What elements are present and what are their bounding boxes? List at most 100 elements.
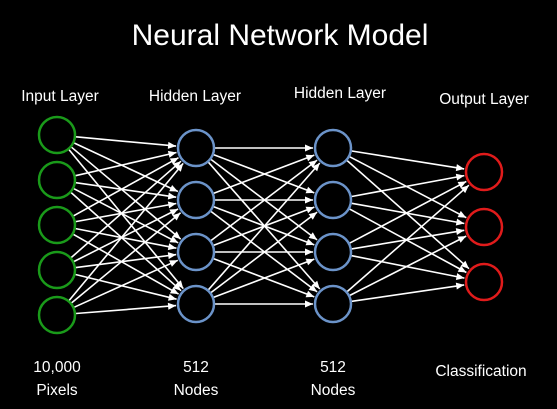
edge-arrowhead-hidden-2-3-to-output-2: [455, 228, 465, 235]
layer-heading-output: Output Layer: [439, 91, 529, 108]
node-output-2: [464, 207, 504, 247]
edge-arrowhead-input-1-to-hidden-1-4: [175, 280, 184, 289]
edge-arrowhead-hidden-1-2-to-hidden-2-4: [308, 284, 318, 292]
edge-hidden-2-2-to-output-3: [349, 208, 467, 274]
edge-arrowhead-input-5-to-hidden-1-1: [175, 163, 184, 172]
node-input-5: [37, 295, 77, 335]
edge-arrowhead-hidden-2-1-to-output-1: [455, 164, 465, 172]
edge-arrowhead-hidden-1-4-to-hidden-2-3: [305, 258, 315, 266]
edge-arrowhead-hidden-1-2-to-hidden-2-2: [305, 196, 313, 204]
node-hidden-2-1: [313, 128, 353, 168]
node-hidden-1-1: [176, 128, 216, 168]
edge-hidden-2-4-to-output-2: [349, 235, 467, 297]
edge-input-5-to-hidden-1-1: [68, 162, 184, 301]
edge-input-5-to-hidden-1-4: [75, 304, 177, 315]
node-output-3: [464, 262, 504, 302]
edge-arrowhead-hidden-1-4-to-hidden-2-4: [305, 300, 313, 308]
edge-arrowhead-input-4-to-hidden-1-1: [172, 161, 181, 170]
edge-hidden-2-4-to-output-1: [346, 184, 470, 293]
edge-hidden-2-3-to-output-2: [351, 229, 465, 250]
edge-input-2-to-hidden-1-1: [75, 151, 177, 177]
edge-hidden-1-3-to-hidden-2-1: [210, 159, 318, 242]
edge-arrowhead-input-3-to-hidden-1-3: [167, 243, 177, 251]
edge-arrowhead-input-4-to-hidden-1-4: [168, 293, 177, 301]
edge-input-4-to-hidden-1-4: [75, 273, 177, 300]
edge-arrowhead-hidden-1-2-to-hidden-2-1: [305, 154, 315, 162]
edge-input-1-to-hidden-1-2: [73, 142, 179, 193]
edge-input-3-to-hidden-1-2: [75, 202, 177, 223]
edge-hidden-2-3-to-output-1: [349, 180, 467, 244]
edge-arrowhead-hidden-2-2-to-output-2: [455, 218, 465, 226]
edge-arrowhead-input-1-to-hidden-1-2: [169, 185, 178, 192]
edge-arrowhead-hidden-1-3-to-hidden-2-4: [305, 290, 315, 298]
edge-arrowhead-hidden-2-4-to-output-2: [457, 236, 467, 243]
edge-arrowhead-hidden-1-2-to-hidden-2-3: [305, 238, 315, 246]
edge-arrowhead-hidden-1-1-to-hidden-2-4: [311, 280, 320, 289]
edge-hidden-1-4-to-hidden-2-1: [207, 162, 321, 291]
edge-arrowhead-hidden-1-4-to-hidden-2-1: [311, 163, 320, 172]
edge-hidden-2-1-to-output-2: [349, 156, 467, 219]
edge-input-5-to-hidden-1-3: [73, 259, 179, 308]
edge-arrowhead-input-2-to-hidden-1-4: [172, 282, 182, 291]
edge-arrowhead-hidden-1-3-to-hidden-2-2: [305, 206, 315, 214]
edge-arrowhead-input-5-to-hidden-1-4: [167, 302, 177, 310]
edge-input-4-to-hidden-1-2: [73, 208, 179, 263]
layer-caption-hidden-2-line1: 512: [320, 359, 346, 376]
layer-caption-input-line2: Pixels: [36, 382, 78, 399]
edge-input-3-to-hidden-1-3: [75, 227, 177, 249]
layer-caption-output-line1: Classification: [435, 363, 526, 380]
layer-caption-hidden-1-line1: 512: [183, 359, 209, 376]
edge-arrowhead-hidden-2-1-to-output-3: [460, 260, 469, 269]
layer-heading-hidden-1: Hidden Layer: [149, 88, 241, 105]
node-output-1: [464, 152, 504, 192]
edge-arrowhead-input-5-to-hidden-1-2: [172, 212, 181, 221]
edge-input-2-to-hidden-1-4: [70, 192, 182, 292]
edge-arrowhead-hidden-2-4-to-output-1: [460, 185, 469, 194]
edge-hidden-1-4-to-hidden-2-3: [213, 258, 315, 299]
network-nodes: [37, 115, 504, 335]
layer-heading-input: Input Layer: [21, 88, 99, 105]
edge-hidden-2-4-to-output-3: [351, 284, 465, 303]
layer-caption-hidden-1-line2: Nodes: [174, 382, 219, 399]
edge-hidden-1-2-to-hidden-2-1: [213, 154, 315, 195]
edge-arrowhead-hidden-1-3-to-hidden-2-1: [308, 160, 318, 168]
edge-arrowhead-hidden-1-4-to-hidden-2-2: [308, 212, 318, 220]
edge-input-4-to-hidden-1-1: [70, 160, 182, 259]
edge-input-2-to-hidden-1-3: [73, 187, 179, 244]
edge-hidden-2-2-to-output-2: [351, 202, 465, 225]
edge-input-1-to-hidden-1-1: [75, 136, 177, 147]
node-hidden-1-3: [176, 232, 216, 272]
edge-arrowhead-input-3-to-hidden-1-4: [169, 287, 179, 295]
edge-arrowhead-hidden-1-1-to-hidden-2-3: [308, 232, 318, 240]
edge-hidden-1-4-to-hidden-2-2: [210, 211, 318, 294]
edge-input-3-to-hidden-1-4: [73, 233, 179, 295]
node-hidden-2-4: [313, 284, 353, 324]
edge-arrowhead-hidden-2-3-to-output-1: [457, 181, 467, 189]
node-input-4: [37, 250, 77, 290]
edge-arrowhead-input-2-to-hidden-1-2: [167, 192, 177, 200]
layer-caption-hidden-2-line2: Nodes: [311, 382, 356, 399]
layer-heading-hidden-2: Hidden Layer: [294, 85, 386, 102]
edge-arrowhead-input-3-to-hidden-1-1: [169, 157, 179, 165]
node-hidden-2-3: [313, 232, 353, 272]
edge-hidden-2-1-to-output-1: [351, 150, 465, 170]
edge-input-1-to-hidden-1-3: [70, 146, 182, 240]
edge-input-3-to-hidden-1-1: [73, 157, 179, 217]
edge-input-5-to-hidden-1-2: [71, 212, 182, 304]
edge-arrowhead-input-2-to-hidden-1-1: [167, 150, 177, 158]
edge-arrowhead-input-1-to-hidden-1-1: [167, 141, 177, 149]
edge-hidden-2-1-to-output-3: [346, 160, 470, 270]
layer-caption-input-line1: 10,000: [33, 359, 81, 376]
edge-arrowhead-input-1-to-hidden-1-3: [172, 231, 181, 240]
edge-arrowhead-input-4-to-hidden-1-3: [167, 252, 177, 260]
edge-input-2-to-hidden-1-2: [75, 181, 177, 198]
edge-arrowhead-hidden-1-1-to-hidden-2-2: [305, 186, 315, 194]
node-hidden-2-2: [313, 180, 353, 220]
edge-input-4-to-hidden-1-3: [75, 253, 177, 269]
node-hidden-1-4: [176, 284, 216, 324]
edge-arrowhead-input-4-to-hidden-1-2: [169, 209, 179, 216]
node-input-3: [37, 205, 77, 245]
node-hidden-1-2: [176, 180, 216, 220]
node-input-1: [37, 115, 77, 155]
